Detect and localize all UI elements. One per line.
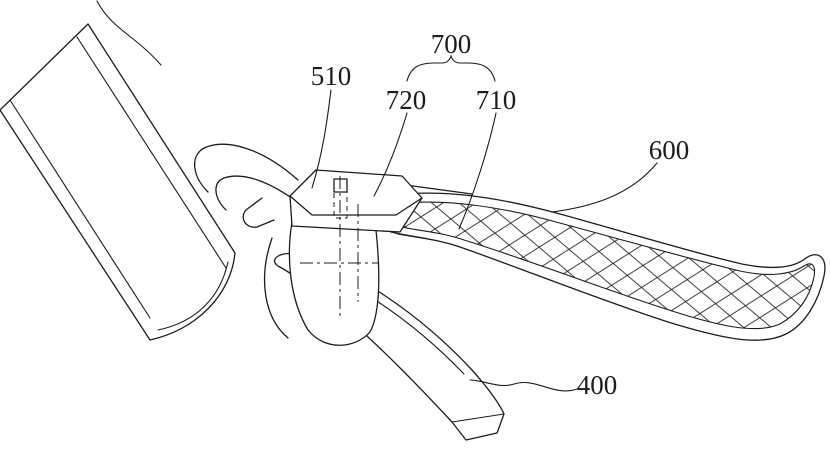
leader-510 [311,89,332,189]
label-600: 600 [649,135,690,165]
rail-tube-edge-line-2 [9,99,151,319]
leader-400 [469,379,578,392]
clamp-strap-outer [194,143,299,193]
bracket-left-flange [263,237,289,339]
rail-tube-outline [0,23,236,341]
label-400: 400 [577,370,618,400]
leader-lines [96,0,658,392]
label-710: 710 [476,85,517,115]
bracket-cap-part [289,169,423,233]
leader-top-left [96,0,162,66]
blade-crosshatch-region [392,201,816,330]
rail-tube-edge-line [76,36,227,269]
blade-part [380,192,826,341]
arm-end-face-edge [451,413,505,423]
clamp-strap-part [194,143,301,228]
label-510: 510 [311,61,352,91]
rail-tube-part [0,23,236,341]
hidden-bolt-outline [333,191,348,219]
leader-600 [551,162,658,213]
bracket-cap-top-face [289,169,423,216]
hidden-lines [300,176,378,318]
label-700: 700 [431,29,472,59]
brace-700 [406,54,496,82]
bracket-body [288,221,380,346]
reference-labels: 700 510 720 710 600 400 [311,29,690,400]
leader-710 [458,112,497,230]
rail-tube-end-cap-line [157,261,229,331]
clamp-hook-flange [242,197,275,228]
label-720: 720 [386,85,427,115]
bracket-part [263,221,380,346]
clamp-strap-inner [215,175,301,211]
leader-720 [373,112,408,197]
